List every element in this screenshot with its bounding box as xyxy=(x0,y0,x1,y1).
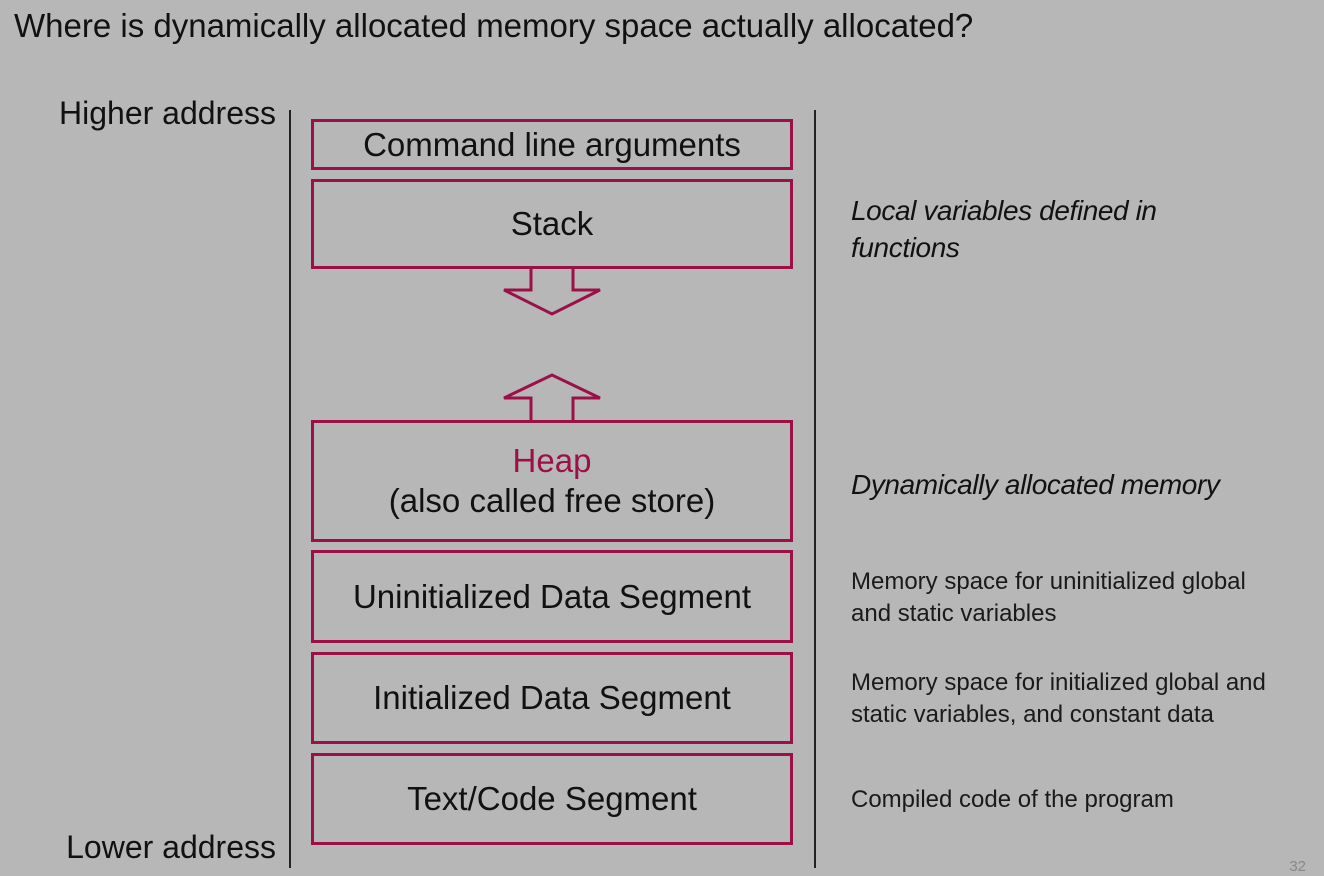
uninitialized-note: Memory space for uninitialized global an… xyxy=(851,566,1321,630)
heap-note: Dynamically allocated memory xyxy=(851,466,1321,503)
stack-note-line-1: Local variables defined in xyxy=(851,195,1157,226)
page-number: 32 xyxy=(1289,858,1306,875)
heap-sublabel: (also called free store) xyxy=(388,482,716,519)
command-line-arguments-label: Command line arguments xyxy=(363,125,741,163)
text-code-note-line: Compiled code of the program xyxy=(851,786,1174,813)
initialized-data-label: Initialized Data Segment xyxy=(373,679,731,716)
stack-segment: Stack xyxy=(311,179,793,269)
stack-note: Local variables defined in functions xyxy=(851,192,1321,266)
left-divider-line xyxy=(289,110,291,868)
uninitialized-data-segment: Uninitialized Data Segment xyxy=(311,550,793,643)
stack-label: Stack xyxy=(510,205,594,242)
command-line-arguments-segment: Command line arguments xyxy=(311,119,793,170)
lower-address-label: Lower address xyxy=(66,829,276,865)
initialized-note-line-2: static variables, and constant data xyxy=(851,701,1214,728)
initialized-note-line-1: Memory space for initialized global and xyxy=(851,669,1266,696)
slide-title: Where is dynamically allocated memory sp… xyxy=(14,7,974,44)
initialized-data-segment: Initialized Data Segment xyxy=(311,652,793,744)
up-arrow-icon xyxy=(503,373,601,421)
initialized-note: Memory space for initialized global and … xyxy=(851,667,1321,731)
down-arrow-icon xyxy=(503,268,601,316)
uninitialized-note-line-1: Memory space for uninitialized global xyxy=(851,568,1246,595)
higher-address-label: Higher address xyxy=(59,95,276,131)
heap-segment: Heap (also called free store) xyxy=(311,420,793,542)
stack-note-line-2: functions xyxy=(851,232,960,263)
right-divider-line xyxy=(814,110,816,868)
uninitialized-note-line-2: and static variables xyxy=(851,600,1057,627)
text-code-label: Text/Code Segment xyxy=(407,780,697,817)
text-code-segment: Text/Code Segment xyxy=(311,753,793,845)
heap-label: Heap xyxy=(512,442,592,479)
text-code-note: Compiled code of the program xyxy=(851,784,1321,816)
heap-note-line: Dynamically allocated memory xyxy=(851,469,1220,500)
uninitialized-data-label: Uninitialized Data Segment xyxy=(352,577,752,615)
